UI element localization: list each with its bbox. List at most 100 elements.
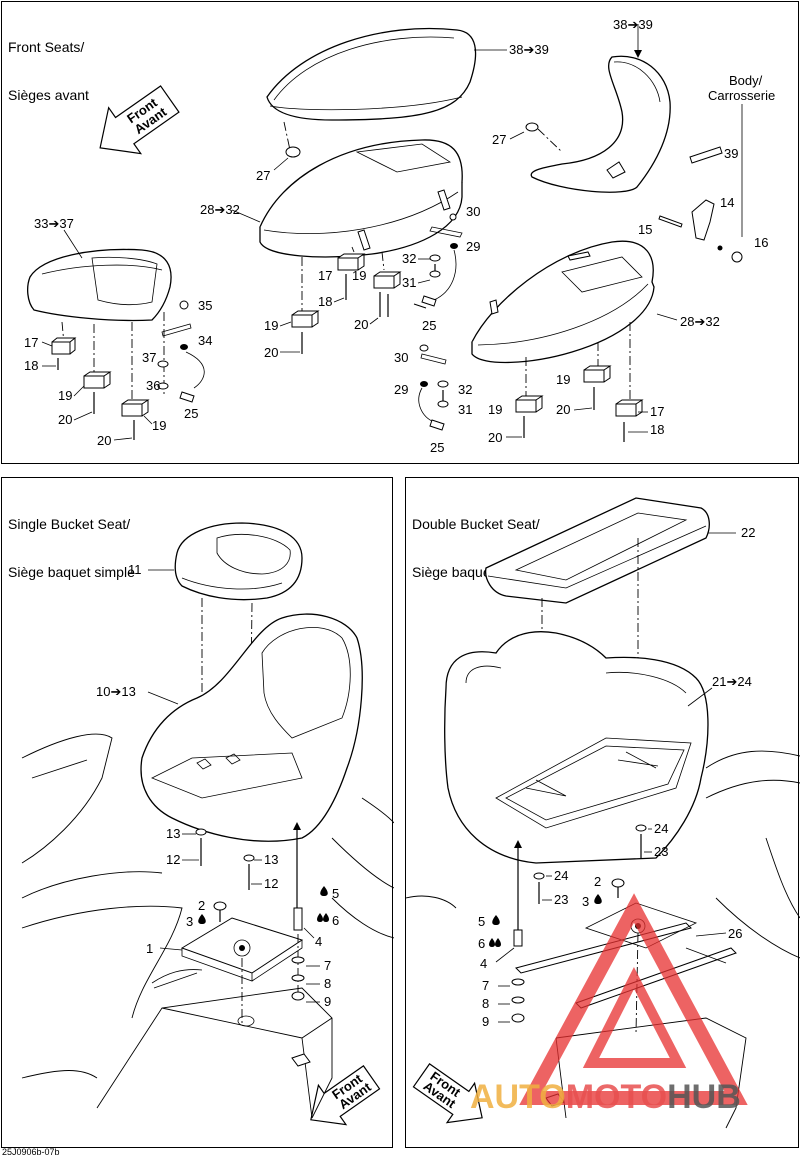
label-20-right-a: 20 — [556, 402, 570, 417]
bolt-27-right — [525, 122, 539, 132]
label-5-single: 5 — [332, 886, 339, 901]
watermark-hub: HUB — [667, 1078, 741, 1116]
label-2-double: 2 — [594, 874, 601, 889]
label-cushion-center: 28➔32 — [200, 202, 240, 217]
label-6-double: 6 — [478, 936, 485, 951]
label-12-right: 12 — [264, 876, 278, 891]
headrest-11 — [174, 522, 303, 601]
label-27-right: 27 — [492, 132, 506, 147]
label-body: Body/ — [729, 73, 763, 88]
left-seat — [27, 248, 172, 322]
single-bucket-seat — [140, 613, 363, 842]
label-2-single: 2 — [198, 898, 205, 913]
boat-outline-single — [21, 733, 394, 1119]
right-backrest — [530, 55, 671, 193]
label-30-right: 30 — [394, 350, 408, 365]
front-seats-panel: Front Seats/ Sièges avant Front Avant 38… — [1, 1, 799, 464]
label-7-single: 7 — [324, 958, 331, 973]
label-3-double: 3 — [582, 894, 589, 909]
label-19-left-b: 19 — [152, 418, 166, 433]
label-18-right: 18 — [650, 422, 664, 437]
front-direction-arrow-single: Front Avant — [310, 1065, 381, 1126]
label-23-left: 23 — [554, 892, 568, 907]
label-29-center: 29 — [466, 239, 480, 254]
label-single-seat: 10➔13 — [96, 684, 136, 699]
front-seats-diagram: Front Avant 38➔39 27 28➔32 — [24, 17, 775, 455]
label-32-right: 32 — [458, 382, 472, 397]
bracket-14 — [691, 199, 715, 241]
label-19-right-a: 19 — [556, 372, 570, 387]
single-title-fr: Siège baquet simple — [8, 564, 135, 580]
label-14: 14 — [720, 195, 734, 210]
front-seats-title: Front Seats/ Sièges avant — [8, 7, 89, 135]
label-3-single: 3 — [186, 914, 193, 929]
front-seats-title-fr: Sièges avant — [8, 87, 89, 103]
label-double-seat: 21➔24 — [712, 674, 752, 689]
single-bucket-diagram: 11 10➔13 13 12 13 12 4 5 6 — [21, 522, 394, 1126]
label-4-single: 4 — [315, 934, 322, 949]
label-20-left-a: 20 — [58, 412, 72, 427]
label-37: 37 — [142, 350, 156, 365]
bolt-27-left — [285, 146, 301, 158]
label-36: 36 — [146, 378, 160, 393]
label-carrosserie: Carrosserie — [708, 88, 775, 103]
label-20-left: 20 — [264, 345, 278, 360]
label-9-double: 9 — [482, 1014, 489, 1029]
label-23-right: 23 — [654, 844, 668, 859]
double-bucket-diagram: 22 21➔24 24 23 24 23 5 6 — [406, 497, 800, 1129]
label-cushion-right: 28➔32 — [680, 314, 720, 329]
label-9-single: 9 — [324, 994, 331, 1009]
label-24-left: 24 — [554, 868, 568, 883]
label-backrest-right: 38➔39 — [613, 17, 653, 32]
label-17-right: 17 — [650, 404, 664, 419]
label-seat-left: 33➔37 — [34, 216, 74, 231]
label-29-right: 29 — [394, 382, 408, 397]
bolt-15 — [658, 215, 683, 228]
label-26: 26 — [728, 926, 742, 941]
double-bucket-panel: Double Bucket Seat/ Siège baquet double … — [405, 477, 800, 1148]
strap-30-center — [429, 226, 463, 238]
label-25-center: 25 — [422, 318, 436, 333]
single-bucket-panel: Single Bucket Seat/ Siège baquet simple — [1, 477, 394, 1148]
label-19-left: 19 — [264, 318, 278, 333]
label-8-double: 8 — [482, 996, 489, 1011]
label-11: 11 — [128, 562, 142, 577]
label-35: 35 — [198, 298, 212, 313]
label-13-right: 13 — [264, 852, 278, 867]
center-backrest: 38➔39 — [266, 27, 549, 151]
single-title-en: Single Bucket Seat/ — [8, 516, 131, 532]
label-32-center: 32 — [402, 251, 416, 266]
label-19-right-b: 19 — [488, 402, 502, 417]
double-bucket-seat — [444, 631, 709, 864]
label-25-left: 25 — [184, 406, 198, 421]
label-24-right: 24 — [654, 821, 668, 836]
label-34: 34 — [198, 333, 212, 348]
swivel-base-1 — [151, 917, 304, 989]
label-27-left: 27 — [256, 168, 270, 183]
label-22: 22 — [741, 525, 755, 540]
label-15: 15 — [638, 222, 652, 237]
label-12-left: 12 — [166, 852, 180, 867]
nut-16 — [731, 251, 743, 263]
label-1-single: 1 — [146, 941, 153, 956]
label-18-left: 18 — [24, 358, 38, 373]
block-17-center — [337, 253, 366, 271]
watermark-auto: AUTO — [470, 1078, 566, 1116]
front-direction-arrow: Front Avant — [99, 85, 180, 155]
label-8-single: 8 — [324, 976, 331, 991]
right-cushion — [471, 240, 655, 364]
label-20-center: 20 — [354, 317, 368, 332]
label-16: 16 — [754, 235, 768, 250]
label-31-center: 31 — [402, 275, 416, 290]
label-13-left: 13 — [166, 826, 180, 841]
watermark-moto: MOTO — [565, 1078, 668, 1116]
label-39: 39 — [724, 146, 738, 161]
tube-39 — [689, 146, 723, 164]
label-4-double: 4 — [480, 956, 487, 971]
single-bucket-title: Single Bucket Seat/ Siège baquet simple — [8, 484, 135, 612]
label-17-center: 17 — [318, 268, 332, 283]
label-18-center: 18 — [318, 294, 332, 309]
label-19-left-a: 19 — [58, 388, 72, 403]
label-backrest-center: 38➔39 — [509, 42, 549, 57]
double-title-en: Double Bucket Seat/ — [412, 516, 540, 532]
